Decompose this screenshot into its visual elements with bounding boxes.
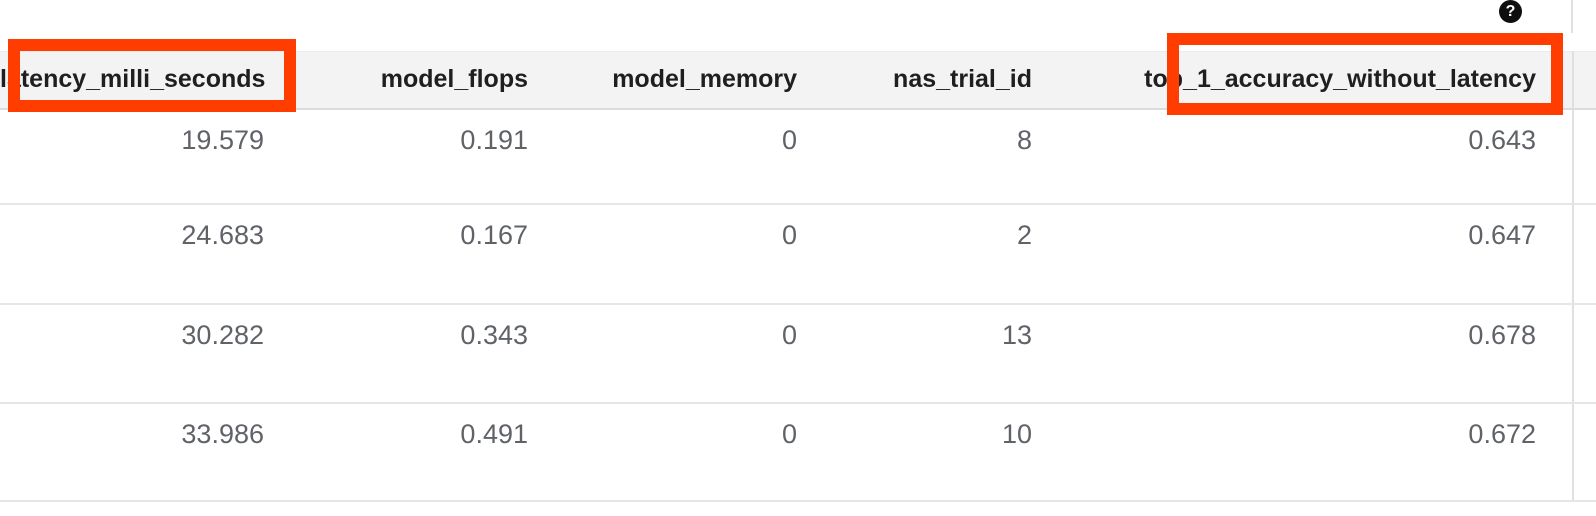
table-row: 19.579 0.191 0 8 0.643 [0,108,1596,205]
cell-cutoff-column [1572,108,1596,205]
column-header-cutoff-column [1572,51,1596,110]
cell-top-1-accuracy: 0.643 [1056,108,1573,205]
cell-latency: 30.282 [0,303,288,404]
column-header-top-1-accuracy-without-latency[interactable]: top_1_accuracy_without_latency [1056,51,1573,110]
cell-cutoff-column [1572,203,1596,305]
table-header-row: latency_milli_seconds model_flops model_… [0,51,1596,110]
cell-model-memory: 0 [552,402,821,502]
cell-model-memory: 0 [552,203,821,305]
table-row: 30.282 0.343 0 13 0.678 [0,303,1596,404]
cell-latency: 33.986 [0,402,288,502]
cell-model-flops: 0.491 [288,402,552,502]
cell-model-flops: 0.343 [288,303,552,404]
nas-trials-metrics-table: latency_milli_seconds model_flops model_… [0,51,1596,502]
panel-divider-line [1571,0,1573,33]
cell-model-memory: 0 [552,108,821,205]
cell-latency: 24.683 [0,203,288,305]
column-header-latency-milli-seconds[interactable]: latency_milli_seconds [0,51,288,110]
cell-top-1-accuracy: 0.647 [1056,203,1573,305]
cell-nas-trial-id: 2 [821,203,1056,305]
table-row: 24.683 0.167 0 2 0.647 [0,203,1596,305]
help-icon-glyph: ? [1505,2,1516,20]
cell-cutoff-column [1572,303,1596,404]
column-header-nas-trial-id[interactable]: nas_trial_id [821,51,1056,110]
cell-top-1-accuracy: 0.678 [1056,303,1573,404]
cell-nas-trial-id: 13 [821,303,1056,404]
cell-nas-trial-id: 8 [821,108,1056,205]
cell-cutoff-column [1572,402,1596,502]
column-header-model-memory[interactable]: model_memory [552,51,821,110]
column-header-model-flops[interactable]: model_flops [288,51,552,110]
table-row: 33.986 0.491 0 10 0.672 [0,402,1596,502]
cell-model-flops: 0.167 [288,203,552,305]
help-icon[interactable]: ? [1499,0,1522,23]
cell-model-memory: 0 [552,303,821,404]
cell-model-flops: 0.191 [288,108,552,205]
cell-nas-trial-id: 10 [821,402,1056,502]
cell-latency: 19.579 [0,108,288,205]
cell-top-1-accuracy: 0.672 [1056,402,1573,502]
